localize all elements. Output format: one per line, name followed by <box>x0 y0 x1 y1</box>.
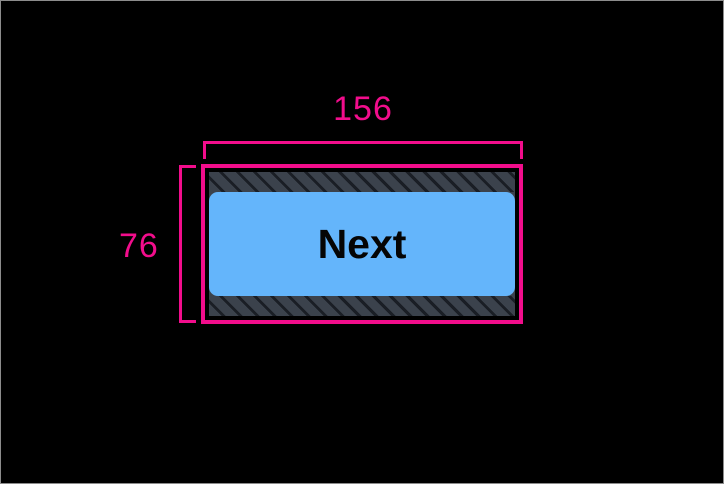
width-dimension-label: 156 <box>333 90 393 128</box>
padding-band-top <box>209 172 515 192</box>
padding-band-bottom <box>209 296 515 316</box>
width-dimension-bracket <box>203 141 523 159</box>
height-dimension-label: 76 <box>119 227 159 265</box>
next-button[interactable]: Next <box>209 192 515 296</box>
element-content-region: Next <box>209 192 515 296</box>
next-button-label: Next <box>317 220 407 267</box>
height-dimension-bracket <box>179 165 196 323</box>
selected-element-outline[interactable]: Next <box>201 164 523 324</box>
element-box-model: Next <box>209 172 515 316</box>
